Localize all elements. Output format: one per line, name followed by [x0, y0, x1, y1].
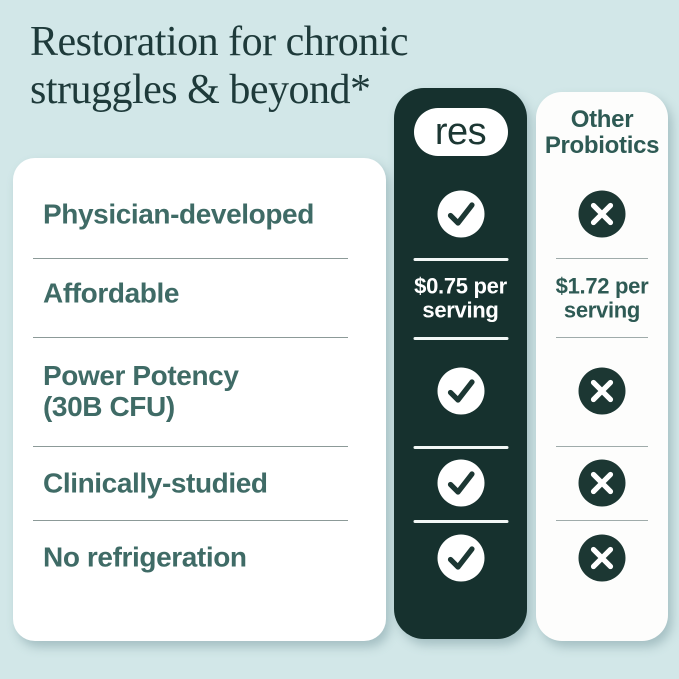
divider — [33, 258, 348, 259]
divider — [413, 258, 508, 261]
cross-icon — [578, 190, 626, 238]
other-column-header: Other Probiotics — [544, 106, 660, 159]
divider — [556, 446, 648, 447]
divider — [413, 446, 508, 449]
divider — [33, 337, 348, 338]
divider — [556, 520, 648, 521]
features-card: Physician-developed Affordable Power Pot… — [13, 158, 386, 641]
cross-icon — [578, 534, 626, 582]
divider — [413, 520, 508, 523]
divider — [33, 446, 348, 447]
divider — [33, 520, 348, 521]
res-logo: res — [413, 108, 508, 156]
feature-label-clinically-studied: Clinically-studied — [43, 467, 268, 499]
feature-label-no-refrigeration: No refrigeration — [43, 541, 247, 573]
feature-label-power-potency: Power Potency (30B CFU) — [43, 360, 239, 422]
check-icon — [437, 459, 484, 507]
cross-icon — [578, 367, 626, 415]
divider — [556, 337, 648, 338]
check-icon — [437, 367, 484, 415]
res-logo-text: res — [434, 111, 487, 153]
cross-icon — [578, 459, 626, 507]
check-icon — [437, 534, 484, 582]
feature-label-physician-developed: Physician-developed — [43, 198, 314, 230]
divider — [556, 258, 648, 259]
feature-label-affordable: Affordable — [43, 277, 180, 309]
check-icon — [437, 190, 484, 238]
other-probiotics-column: Other Probiotics $1.72 per serving — [536, 92, 668, 641]
res-price: $0.75 per serving — [414, 273, 507, 322]
divider — [413, 337, 508, 340]
other-price: $1.72 per serving — [555, 273, 649, 322]
page-title: Restoration for chronic struggles & beyo… — [30, 19, 409, 113]
res-column: res $0.75 per serving — [394, 88, 527, 639]
